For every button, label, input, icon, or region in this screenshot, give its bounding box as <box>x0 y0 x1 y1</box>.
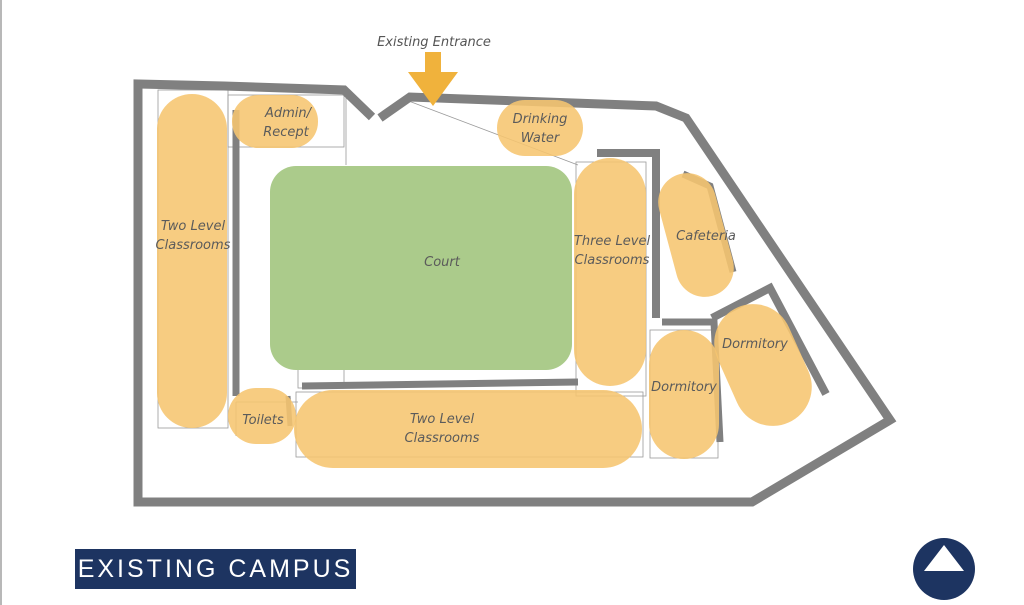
zone-toilets <box>228 388 296 444</box>
page-title: EXISTING CAMPUS <box>75 549 356 589</box>
triangle-in-circle-logo-icon <box>913 538 975 600</box>
admin-recept-label-line1: Admin/ <box>264 106 313 121</box>
two-level-classrooms-south-label-line2: Classrooms <box>405 431 480 446</box>
existing-entrance-label: Existing Entrance <box>377 35 491 50</box>
zone-admin-recept <box>232 95 318 148</box>
zone-cafeteria <box>658 173 734 297</box>
cafeteria-label: Cafeteria <box>676 229 736 244</box>
drinking-water-label-line1: Drinking <box>513 112 568 127</box>
dormitory-east-label: Dormitory <box>722 337 788 352</box>
three-level-classrooms-label-line2: Classrooms <box>575 253 650 268</box>
wall-dormitory-east <box>710 282 830 396</box>
three-level-classrooms-label-line1: Three Level <box>574 234 651 249</box>
zone-two-level-classrooms-west <box>157 94 227 428</box>
entrance-arrow-icon <box>408 52 458 106</box>
page-edge-line <box>0 0 2 605</box>
zone-labels: Two Level Classrooms Admin/ Recept Drink… <box>156 106 789 446</box>
dormitory-middle-label: Dormitory <box>651 380 717 395</box>
two-level-classrooms-south-label-line1: Two Level <box>410 412 475 427</box>
court-label: Court <box>424 255 461 270</box>
zone-two-level-classrooms-south <box>294 390 642 468</box>
zone-dormitory-east <box>714 304 812 426</box>
two-level-classrooms-west-label-line1: Two Level <box>161 219 226 234</box>
zone-three-level-classrooms <box>574 158 646 386</box>
toilets-label: Toilets <box>242 413 284 428</box>
zone-dormitory-middle <box>649 330 719 459</box>
perimeter-wall <box>133 79 897 507</box>
building-zones <box>157 94 812 468</box>
zone-drinking-water <box>497 100 583 156</box>
wall-court-south <box>301 378 579 390</box>
two-level-classrooms-west-label-line2: Classrooms <box>156 238 231 253</box>
drinking-water-label-line2: Water <box>521 131 561 146</box>
wall-three-level <box>597 149 660 318</box>
admin-recept-label-line2: Recept <box>263 125 309 140</box>
court-area <box>270 166 572 370</box>
